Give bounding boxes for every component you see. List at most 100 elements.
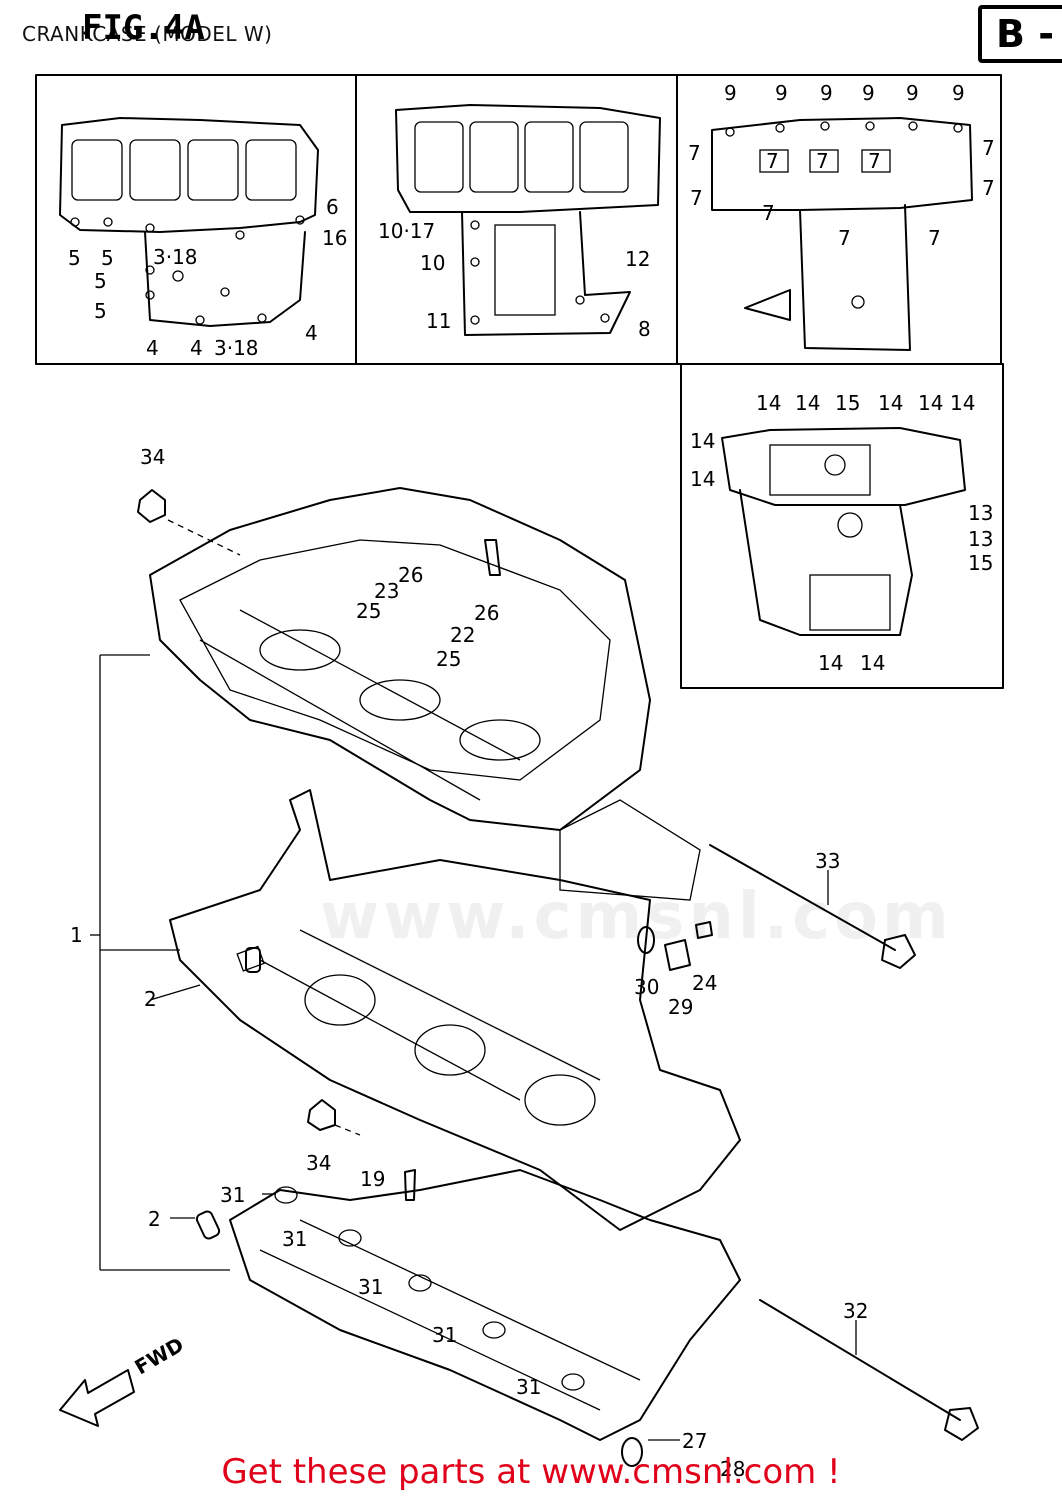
callout-22: 22 (450, 623, 475, 647)
callout-14: 14 (690, 467, 715, 491)
callout-4: 4 (146, 336, 159, 360)
detail-panel-4 (680, 363, 1004, 689)
callout-14: 14 (860, 651, 885, 675)
callout-13: 13 (968, 527, 993, 551)
callout-1: 1 (70, 923, 83, 947)
callout-23: 23 (374, 579, 399, 603)
footer-suffix: ! (816, 1452, 841, 1492)
jet-19 (404, 1169, 416, 1201)
callout-16: 16 (322, 226, 347, 250)
middle-crankcase (169, 789, 741, 1231)
callout-14: 14 (878, 391, 903, 415)
gasket-30 (637, 926, 655, 954)
callout-34: 34 (306, 1151, 331, 1175)
panel-1-callouts: 5 5 5 5 3·18 6 16 4 4 3·18 4 (68, 195, 347, 360)
callout-26: 26 (398, 563, 423, 587)
callout-29: 29 (668, 995, 693, 1019)
callout-10-17: 10·17 (378, 219, 435, 243)
callout-10: 10 (420, 251, 445, 275)
callout-7: 7 (690, 186, 703, 210)
callout-7: 7 (688, 141, 701, 165)
callout-3-18: 3·18 (214, 336, 259, 360)
watermark-text: www.cmsnl.com (320, 880, 953, 954)
callout-33: 33 (815, 849, 840, 873)
callout-15: 15 (968, 551, 993, 575)
callout-31: 31 (432, 1323, 457, 1347)
nut-34-upper (137, 489, 166, 523)
footer-banner: Get these parts at www.cmsnl.com ! (0, 1452, 1062, 1492)
callout-7: 7 (762, 201, 775, 225)
callout-25: 25 (436, 647, 461, 671)
callout-2: 2 (148, 1207, 161, 1231)
callout-31: 31 (220, 1183, 245, 1207)
callout-9: 9 (952, 81, 965, 105)
callout-7: 7 (928, 226, 941, 250)
callout-34: 34 (140, 445, 165, 469)
callout-7: 7 (838, 226, 851, 250)
callout-14: 14 (918, 391, 943, 415)
callout-11: 11 (426, 309, 451, 333)
upper-crankcase (149, 487, 701, 901)
callout-9: 9 (724, 81, 737, 105)
callout-7: 7 (868, 149, 881, 173)
detail-panel-row-frame (35, 74, 1002, 365)
callout-9: 9 (862, 81, 875, 105)
nut-34-lower (307, 1099, 336, 1131)
callout-15: 15 (835, 391, 860, 415)
leader-lines (90, 519, 857, 1441)
gasket-27 (621, 1437, 643, 1467)
panel-4-callouts: 14 14 15 14 14 14 14 14 13 13 15 14 14 (690, 391, 993, 675)
callout-14: 14 (950, 391, 975, 415)
callout-19: 19 (360, 1167, 385, 1191)
callout-8: 8 (638, 317, 651, 341)
callout-26: 26 (474, 601, 499, 625)
callout-9: 9 (775, 81, 788, 105)
callout-27: 27 (682, 1429, 707, 1453)
crankcase-bolt-33 (709, 844, 916, 969)
callout-5: 5 (94, 269, 107, 293)
fwd-label: FWD (131, 1332, 188, 1379)
callout-7: 7 (816, 149, 829, 173)
callout-9: 9 (820, 81, 833, 105)
lower-case-bolt-view (395, 104, 661, 336)
upper-case-underside-view (711, 117, 973, 351)
callout-25: 25 (356, 599, 381, 623)
callout-5: 5 (94, 299, 107, 323)
main-callouts: 34 26 23 25 26 22 25 1 33 2 30 29 24 34 … (70, 445, 868, 1481)
callout-7: 7 (982, 136, 995, 160)
callout-4: 4 (305, 321, 318, 345)
figure-number: FIG.4A (82, 8, 205, 48)
callout-14: 14 (756, 391, 781, 415)
dowel-pin-2-upper (245, 947, 261, 973)
plug-24 (695, 921, 713, 939)
plug-29 (664, 939, 691, 971)
callout-12: 12 (625, 247, 650, 271)
callout-14: 14 (795, 391, 820, 415)
section-badge: B - (978, 5, 1062, 63)
callout-3-18: 3·18 (153, 245, 198, 269)
callout-32: 32 (843, 1299, 868, 1323)
callout-7: 7 (766, 149, 779, 173)
callout-2: 2 (144, 987, 157, 1011)
cmsnl-link[interactable]: www.cmsnl.com (541, 1452, 817, 1492)
callout-9: 9 (906, 81, 919, 105)
callout-7: 7 (982, 176, 995, 200)
crankcase-bolt-32 (759, 1299, 979, 1441)
callout-31: 31 (282, 1227, 307, 1251)
callout-6: 6 (326, 195, 339, 219)
callout-4: 4 (190, 336, 203, 360)
callout-5: 5 (101, 246, 114, 270)
oil-pan-bolt-view (721, 427, 966, 636)
panel-3-callouts: 9 9 9 9 9 9 7 7 7 7 7 7 7 7 7 7 (688, 81, 995, 250)
forward-direction-arrow: FWD (59, 1332, 188, 1427)
callout-31: 31 (358, 1275, 383, 1299)
callout-31: 31 (516, 1375, 541, 1399)
callout-5: 5 (68, 246, 81, 270)
callout-14: 14 (818, 651, 843, 675)
callout-30: 30 (634, 975, 659, 999)
diagram-caption: CRANKCASE (MODEL W) (22, 22, 273, 46)
upper-case-bolt-view (59, 117, 319, 327)
footer-prefix: Get these parts at (221, 1452, 542, 1492)
